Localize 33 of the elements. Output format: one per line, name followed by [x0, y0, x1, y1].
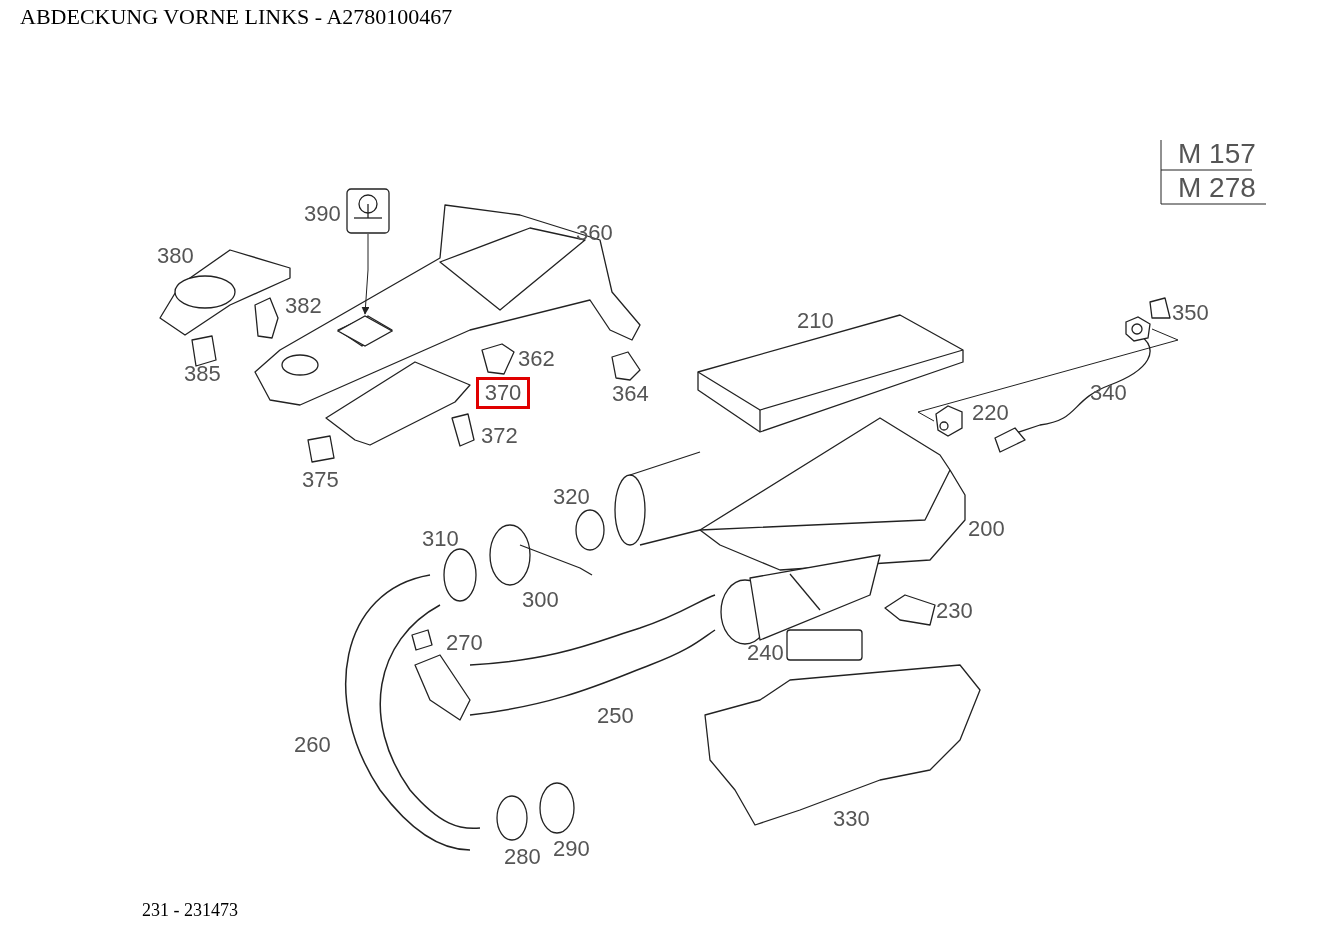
callout-number: 330: [833, 808, 870, 830]
callout-number: 364: [612, 383, 649, 405]
callout-number: 370: [484, 382, 522, 404]
callout-number: 270: [446, 632, 483, 654]
callout-number: 220: [972, 402, 1009, 424]
callout-number: 240: [747, 642, 784, 664]
callout-number: 250: [597, 705, 634, 727]
engine-code: M 278: [1178, 174, 1256, 202]
callout-number: 210: [797, 310, 834, 332]
callout-number: 260: [294, 734, 331, 756]
footer-text: 231 - 231473: [142, 901, 238, 919]
engine-code: M 157: [1178, 140, 1256, 168]
callout-number: 350: [1172, 302, 1209, 324]
callout-number: 390: [304, 203, 341, 225]
callout-number: 290: [553, 838, 590, 860]
title: ABDECKUNG VORNE LINKS - A2780100467: [20, 6, 453, 28]
callout-number: 310: [422, 528, 459, 550]
callout-number: 300: [522, 589, 559, 611]
callout-number: 200: [968, 518, 1005, 540]
highlighted-callout: [476, 377, 530, 409]
callout-number: 382: [285, 295, 322, 317]
callout-number: 320: [553, 486, 590, 508]
callout-number: 372: [481, 425, 518, 447]
callout-number: 230: [936, 600, 973, 622]
callout-number: 385: [184, 363, 221, 385]
callout-number: 360: [576, 222, 613, 244]
callout-number: 375: [302, 469, 339, 491]
callout-number: 340: [1090, 382, 1127, 404]
leader-arrow: [361, 233, 370, 315]
leader-line: [917, 328, 1179, 422]
callout-number: 380: [157, 245, 194, 267]
callout-number: 362: [518, 348, 555, 370]
callout-number: 280: [504, 846, 541, 868]
